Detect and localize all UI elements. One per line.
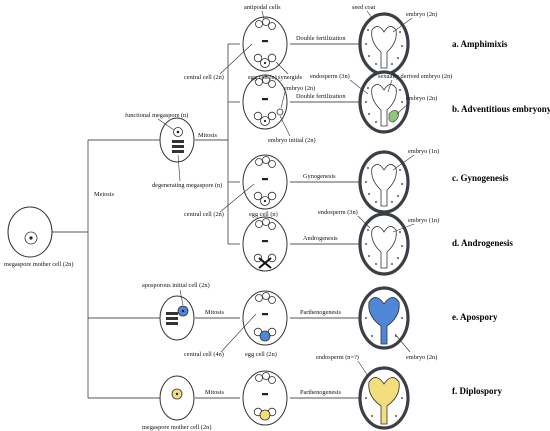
seed-a	[358, 12, 410, 76]
tree-lines	[52, 43, 360, 399]
synergids-label: synergids	[278, 74, 303, 81]
aposporous-initial-cell	[159, 295, 195, 341]
embryo-e-label: embryo (2n)	[406, 354, 437, 361]
functional-megaspore-label: functional megaspore (n)	[125, 112, 188, 119]
seed-e	[358, 286, 410, 350]
process-b-label: Double fertilization	[296, 93, 346, 100]
embryo-c-label: embryo (1n)	[408, 148, 439, 155]
sac-f	[242, 370, 288, 426]
endosperm-3n-b-label: endosperm (3n)	[310, 73, 350, 80]
process-e-label: Parthenogenesis	[300, 309, 341, 316]
egg-cell-2-label: egg cell (n)	[249, 211, 278, 218]
process-d-label: Androgenesis	[303, 235, 338, 242]
central-cell-2-label: central cell (2n)	[184, 211, 224, 218]
mitosis-top-label: Mitosis	[198, 132, 217, 139]
aposporous-initial-label: aposporous initial cell (2n)	[142, 282, 210, 289]
mmc-label: megaspore mother cell (2n)	[4, 261, 73, 268]
sexually-derived-label: sexually derived embryo (2n)	[378, 73, 452, 80]
mmc-2-label: megaspore mother cell (2n)	[142, 424, 211, 431]
row-title-d: d. Androgenesis	[452, 238, 513, 248]
process-c-label: Gynogenesis	[303, 173, 336, 180]
egg-cell-2n-label: egg cell (2n)	[245, 351, 277, 358]
embryo-d-label: embryo (1n)	[408, 217, 439, 224]
sac-a	[242, 16, 288, 72]
row-title-f: f. Diplospory	[452, 386, 503, 396]
egg-cell-1-label: egg cell (n)	[248, 74, 277, 81]
row-title-e: e. Apospory	[452, 312, 498, 322]
sac-e	[242, 290, 288, 346]
seed-d	[358, 212, 410, 276]
seed-coat-label: seed coat	[352, 4, 376, 11]
embryo-initial-label: embryo initial (2n)	[268, 137, 316, 144]
embryo-a-label: embryo (2n)	[406, 11, 437, 18]
process-f-label: Parthenogenesis	[300, 389, 341, 396]
sac-d	[242, 216, 288, 272]
embryo-b-right-label: embryo (2n)	[406, 95, 437, 102]
diplospory-mmc	[159, 375, 195, 421]
mitosis-diplospory-label: Mitosis	[205, 389, 224, 396]
meiosis-label: Meiosis	[94, 191, 114, 198]
functional-megaspore	[159, 117, 195, 163]
mitosis-apospory-label: Mitosis	[205, 309, 224, 316]
row-title-c: c. Gynogenesis	[452, 173, 509, 183]
antipodal-cells-label: antipodal cells	[244, 4, 281, 11]
endosperm-e-label: endosperm (n=?)	[316, 354, 359, 361]
central-cell-4n-label: central cell (4n)	[184, 351, 224, 358]
row-title-a: a. Amphimixis	[452, 39, 508, 49]
seed-b	[358, 70, 410, 134]
seed-f	[358, 366, 410, 430]
sac-c	[242, 154, 288, 210]
central-cell-1-label: central cell (2n)	[184, 74, 224, 81]
megaspore-mother-cell	[7, 206, 53, 258]
embryo-2n-b-label: embryo (2n)	[284, 85, 315, 92]
degenerating-megaspore-label: degenerating megaspore (n)	[152, 182, 222, 189]
endosperm-3n-d-label: endosperm (3n)	[318, 209, 358, 216]
seed-c	[358, 150, 410, 214]
process-a-label: Double fertilization	[296, 35, 346, 42]
sac-b	[242, 74, 288, 130]
row-title-b: b. Adventitious embryony	[452, 104, 550, 114]
